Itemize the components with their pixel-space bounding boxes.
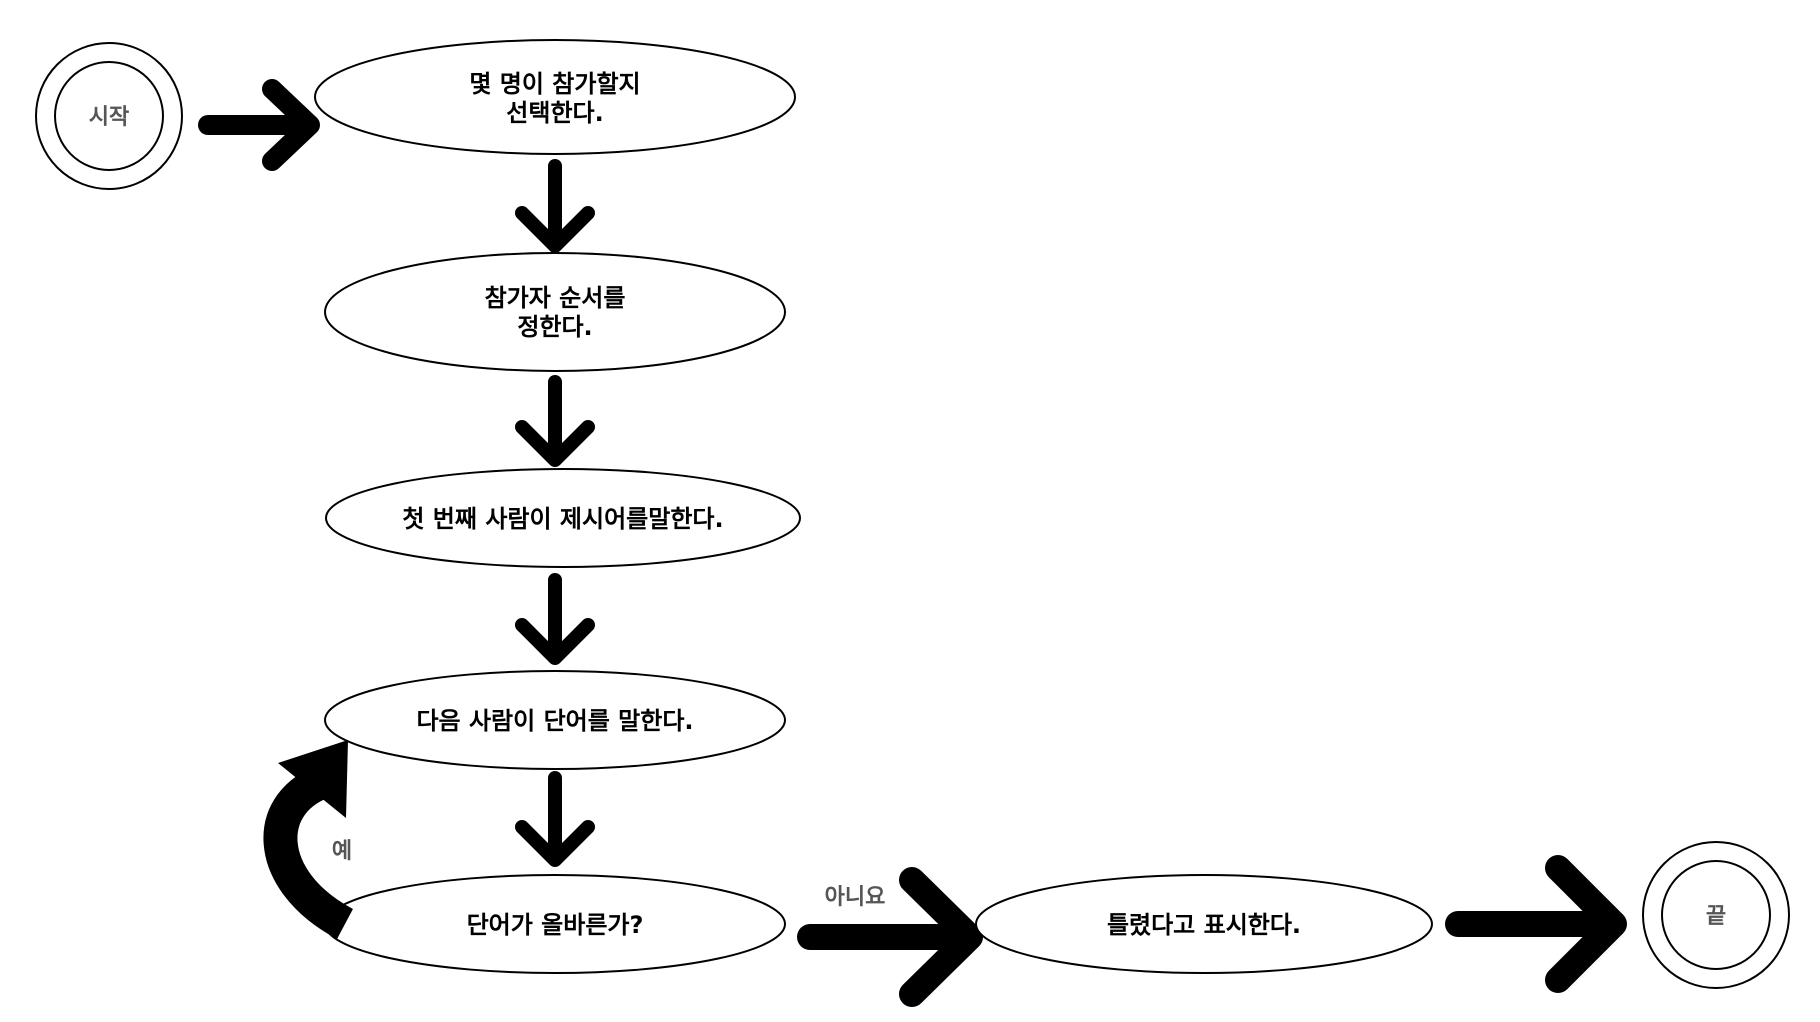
end-node: 끝 bbox=[1642, 841, 1790, 989]
edge-label-yes: 예 bbox=[332, 839, 352, 864]
step-first-word-label: 첫 번째 사람이 제시어를말한다. bbox=[402, 505, 723, 533]
step-mark-wrong-label: 틀렸다고 표시한다. bbox=[1107, 911, 1301, 939]
step-set-order-line2: 정한다. bbox=[517, 313, 592, 341]
step-first-word: 첫 번째 사람이 제시어를말한다. bbox=[325, 468, 801, 568]
start-label: 시작 bbox=[89, 105, 129, 130]
arrow-down-1 bbox=[515, 159, 595, 253]
step-set-order: 참가자 순서를 정한다. bbox=[324, 252, 786, 372]
arrow-down-3 bbox=[515, 573, 595, 665]
step-mark-wrong: 틀렸다고 표시한다. bbox=[975, 874, 1433, 974]
edge-label-no: 아니요 bbox=[825, 885, 886, 910]
arrow-to-end bbox=[1445, 855, 1627, 993]
arrow-down-4 bbox=[515, 771, 595, 867]
step-next-word: 다음 사람이 단어를 말한다. bbox=[324, 670, 786, 770]
decision-is-correct: 단어가 올바른가? bbox=[324, 874, 786, 974]
step-set-order-line1: 참가자 순서를 bbox=[485, 284, 626, 312]
step-choose-count-line2: 선택한다. bbox=[506, 99, 603, 127]
step-next-word-label: 다음 사람이 단어를 말한다. bbox=[416, 707, 693, 735]
step-choose-count-line1: 몇 명이 참가할지 bbox=[469, 70, 640, 98]
start-node: 시작 bbox=[35, 42, 183, 190]
step-choose-count: 몇 명이 참가할지 선택한다. bbox=[314, 39, 796, 155]
arrow-no bbox=[797, 867, 983, 1007]
end-label: 끝 bbox=[1706, 904, 1726, 929]
arrow-down-2 bbox=[515, 375, 595, 467]
arrow-start-to-choose bbox=[198, 79, 320, 171]
decision-is-correct-label: 단어가 올바른가? bbox=[467, 911, 644, 939]
arrow-yes-loop bbox=[263, 740, 354, 940]
